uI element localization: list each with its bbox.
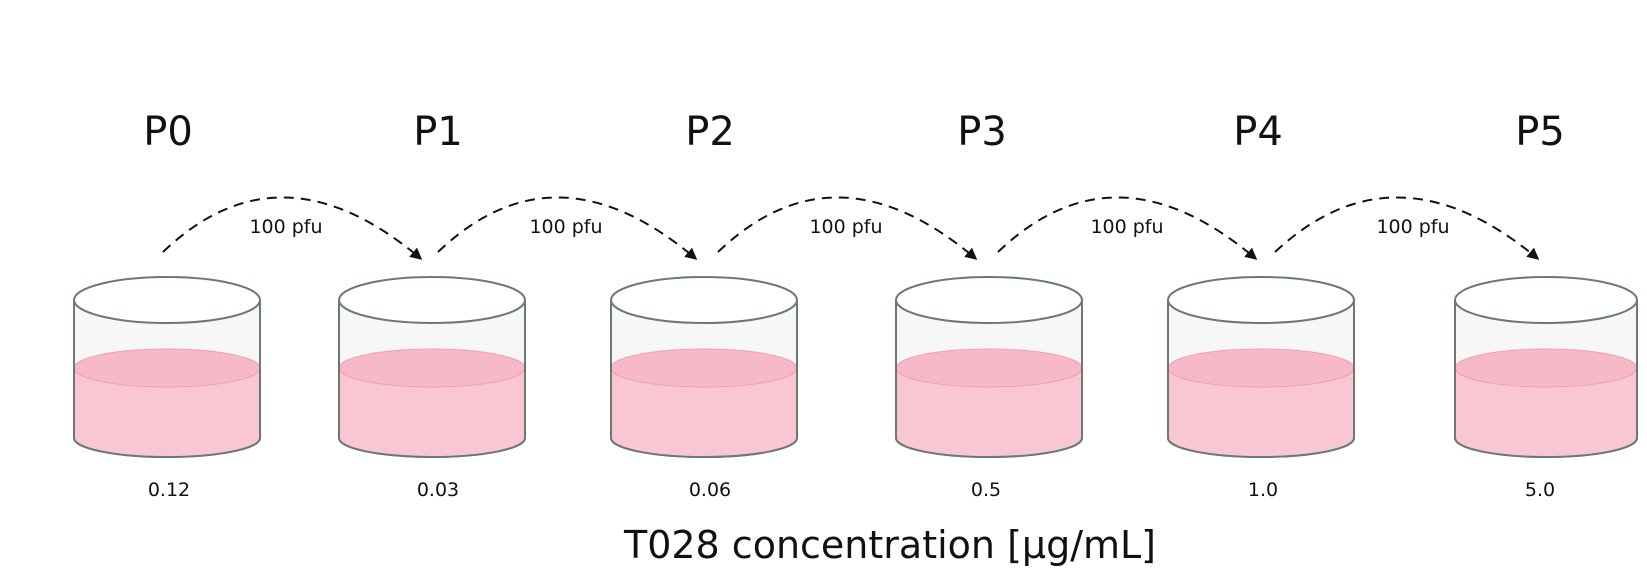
transfer-arrow-5: 100 pfu bbox=[1274, 196, 1540, 260]
beaker-p3 bbox=[895, 276, 1083, 458]
passage-label-p3: P3 bbox=[957, 109, 1007, 155]
transfer-arrow-2: 100 pfu bbox=[437, 196, 698, 260]
transfer-label: 100 pfu bbox=[249, 216, 322, 238]
concentration-label-p4: 1.0 bbox=[1248, 479, 1278, 501]
beaker-p1 bbox=[338, 276, 526, 458]
concentration-label-p2: 0.06 bbox=[689, 479, 731, 501]
transfer-label: 100 pfu bbox=[529, 216, 602, 238]
transfer-arrow-3: 100 pfu bbox=[717, 196, 978, 260]
transfer-label: 100 pfu bbox=[1090, 216, 1163, 238]
concentration-label-p5: 5.0 bbox=[1525, 479, 1555, 501]
transfer-label: 100 pfu bbox=[1376, 216, 1449, 238]
transfer-arrow-4: 100 pfu bbox=[997, 196, 1258, 260]
passage-label-p5: P5 bbox=[1515, 109, 1565, 155]
passage-label-p2: P2 bbox=[685, 109, 735, 155]
beaker-p0 bbox=[73, 276, 261, 458]
beaker-p5 bbox=[1454, 276, 1638, 458]
transfer-label: 100 pfu bbox=[809, 216, 882, 238]
concentration-axis-title: T028 concentration [μg/mL] bbox=[623, 523, 1156, 567]
transfer-arrow-1: 100 pfu bbox=[162, 196, 423, 260]
passage-label-p1: P1 bbox=[413, 109, 463, 155]
beaker-p4 bbox=[1167, 276, 1355, 458]
concentration-label-p3: 0.5 bbox=[971, 479, 1001, 501]
beaker-p2 bbox=[610, 276, 798, 458]
passage-label-p4: P4 bbox=[1233, 109, 1283, 155]
concentration-label-p1: 0.03 bbox=[417, 479, 459, 501]
concentration-label-p0: 0.12 bbox=[148, 479, 190, 501]
passage-label-p0: P0 bbox=[143, 109, 193, 155]
